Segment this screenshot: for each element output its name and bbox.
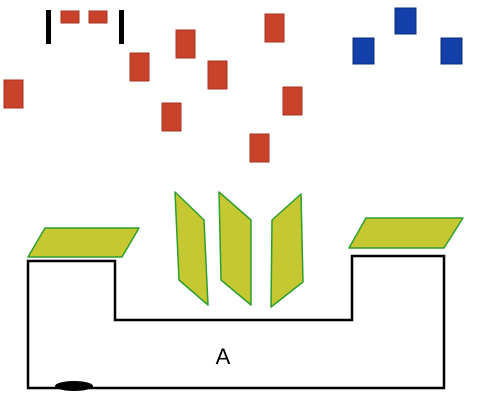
black-oval-icon xyxy=(55,381,93,391)
blue-particles xyxy=(352,7,463,65)
right-plate xyxy=(348,217,464,249)
vertical-plate-right xyxy=(270,193,304,308)
small-red-block-icon xyxy=(60,10,80,24)
small-red-block-icon xyxy=(88,10,108,24)
blue-particle xyxy=(440,37,463,65)
bracket-marker xyxy=(46,10,124,44)
vertical-plate-left xyxy=(174,191,209,306)
bracket-right-bar-icon xyxy=(119,10,124,44)
vertical-plate-middle xyxy=(218,191,252,306)
bracket-left-bar-icon xyxy=(46,10,51,44)
container-outline xyxy=(26,254,446,390)
red-particle xyxy=(264,13,285,43)
red-particle xyxy=(282,86,303,116)
red-particle xyxy=(249,133,270,163)
left-plate xyxy=(27,227,140,258)
vertical-plates xyxy=(174,191,304,308)
red-particle xyxy=(175,29,196,59)
red-particle xyxy=(3,79,24,109)
red-particle xyxy=(129,52,150,82)
container-label: A xyxy=(216,344,231,369)
red-particles xyxy=(3,13,303,163)
blue-particle xyxy=(394,7,417,35)
red-particle xyxy=(161,102,182,132)
red-particle xyxy=(207,60,228,90)
blue-particle xyxy=(352,37,375,65)
